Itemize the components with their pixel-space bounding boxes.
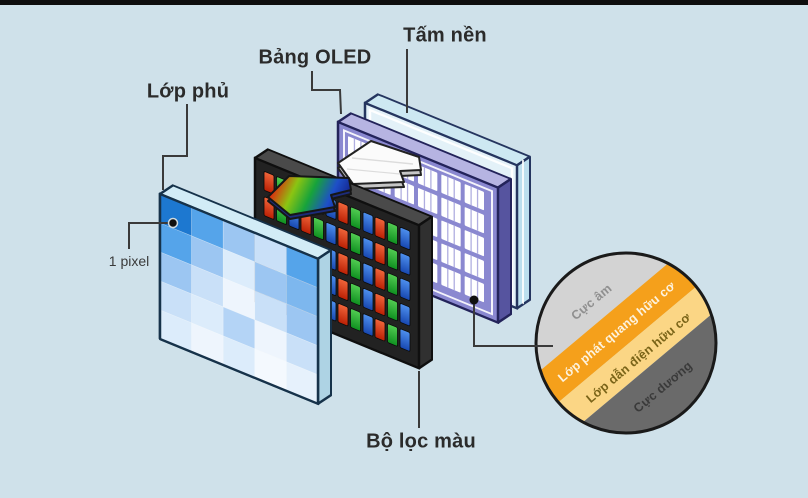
connector-oled <box>311 71 342 115</box>
inset-leader <box>469 295 553 347</box>
white-light-arrow <box>337 140 422 190</box>
inset-marker-dot <box>469 295 479 305</box>
pixel-marker-dot <box>167 217 179 229</box>
cover-layer-panel <box>158 184 332 406</box>
connector-lines <box>128 49 420 428</box>
label-cover-layer: Lớp phủ <box>146 80 230 103</box>
inset-band <box>536 254 702 407</box>
label-color-filter: Bộ lọc màu <box>366 430 476 453</box>
connector-cover <box>162 104 188 190</box>
rainbow-light-arrow <box>267 175 352 220</box>
connector-pixel <box>128 222 173 249</box>
label-backplane: Tấm nền <box>403 24 487 47</box>
label-one-pixel: 1 pixel <box>108 253 150 269</box>
connector-inset <box>473 300 553 347</box>
label-oled-panel: Bảng OLED <box>258 46 372 69</box>
inset-band <box>552 282 716 431</box>
top-border-bar <box>0 0 808 5</box>
